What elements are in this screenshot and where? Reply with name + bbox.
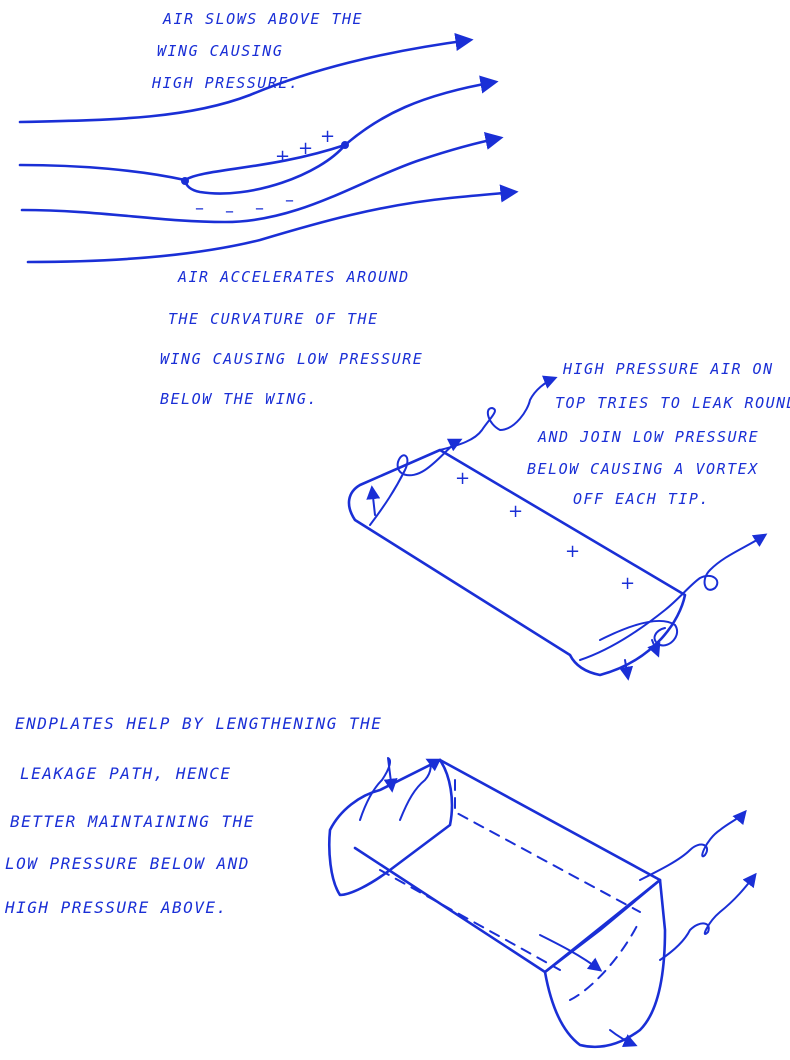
note-top-line-1: AIR SLOWS ABOVE THE	[163, 10, 364, 28]
note-middle-line-3: WING CAUSING LOW PRESSURE	[160, 350, 424, 368]
endplate-inner-arrow	[539, 934, 603, 972]
note-right-line-1: HIGH PRESSURE AIR ON	[563, 360, 774, 378]
right-endplate-vortex-2	[659, 872, 757, 961]
note-bottom-line-2: LEAKAGE PATH, HENCE	[20, 764, 232, 783]
airfoil	[183, 143, 347, 195]
note-middle-line-2: THE CURVATURE OF THE	[168, 310, 379, 328]
minus-sign: –	[285, 190, 294, 211]
plus-sign: +	[320, 126, 336, 147]
plus-sign: +	[275, 146, 291, 167]
left-endplate-vortex	[359, 757, 398, 821]
plus-sign: +	[620, 573, 636, 594]
note-right-line-2: TOP TRIES TO LEAK ROUND	[555, 394, 790, 412]
streamline-4	[26, 184, 519, 264]
wing-underside-dashed	[379, 779, 641, 971]
right-tip-arrow-down-2	[647, 639, 661, 658]
note-middle-line-4: BELOW THE WING.	[160, 390, 318, 408]
right-tip-arrow-down	[619, 659, 634, 681]
note-right-line-3: AND JOIN LOW PRESSURE	[538, 428, 760, 446]
streamline-1	[18, 32, 474, 124]
note-bottom-line-3: BETTER MAINTAINING THE	[10, 812, 255, 831]
streamline-3	[20, 131, 504, 224]
minus-sign: –	[195, 198, 204, 219]
plus-sign: +	[298, 138, 314, 159]
endplate-bottom-arrow	[609, 1029, 638, 1048]
leading-edge-dot	[181, 177, 189, 185]
plus-sign: +	[508, 501, 524, 522]
endplate-wing-diagram	[328, 757, 757, 1049]
wing-vortex-diagram	[347, 375, 768, 681]
left-tip-vortex-2	[366, 485, 381, 516]
plus-sign: +	[565, 541, 581, 562]
plus-sign: +	[455, 468, 471, 489]
left-endplate-vortex-2	[399, 758, 442, 821]
right-endplate	[543, 878, 667, 1049]
airflow-diagram	[18, 32, 519, 264]
right-endplate-dashed	[569, 919, 641, 1001]
note-top-line-3: HIGH PRESSURE.	[152, 74, 300, 92]
left-endplate	[328, 758, 454, 897]
right-tip-curl	[599, 619, 679, 647]
note-bottom-line-5: HIGH PRESSURE ABOVE.	[5, 898, 228, 917]
note-right-line-4: BELOW CAUSING A VORTEX	[527, 460, 759, 478]
note-right-line-5: OFF EACH TIP.	[573, 490, 710, 508]
note-middle-line-1: AIR ACCELERATES AROUND	[178, 268, 410, 286]
right-endplate-vortex-1	[639, 809, 747, 881]
note-top-line-2: WING CAUSING	[157, 42, 284, 60]
note-bottom-line-1: ENDPLATES HELP BY LENGTHENING THE	[15, 714, 383, 733]
trailing-edge-dot	[341, 141, 349, 149]
left-leak-arrow	[439, 375, 558, 451]
minus-sign: –	[255, 198, 264, 219]
left-tip-vortex	[369, 438, 463, 526]
streamline-2	[18, 82, 495, 182]
minus-sign: –	[225, 201, 234, 222]
wing-outline	[347, 448, 687, 677]
note-bottom-line-4: LOW PRESSURE BELOW AND	[5, 854, 250, 873]
